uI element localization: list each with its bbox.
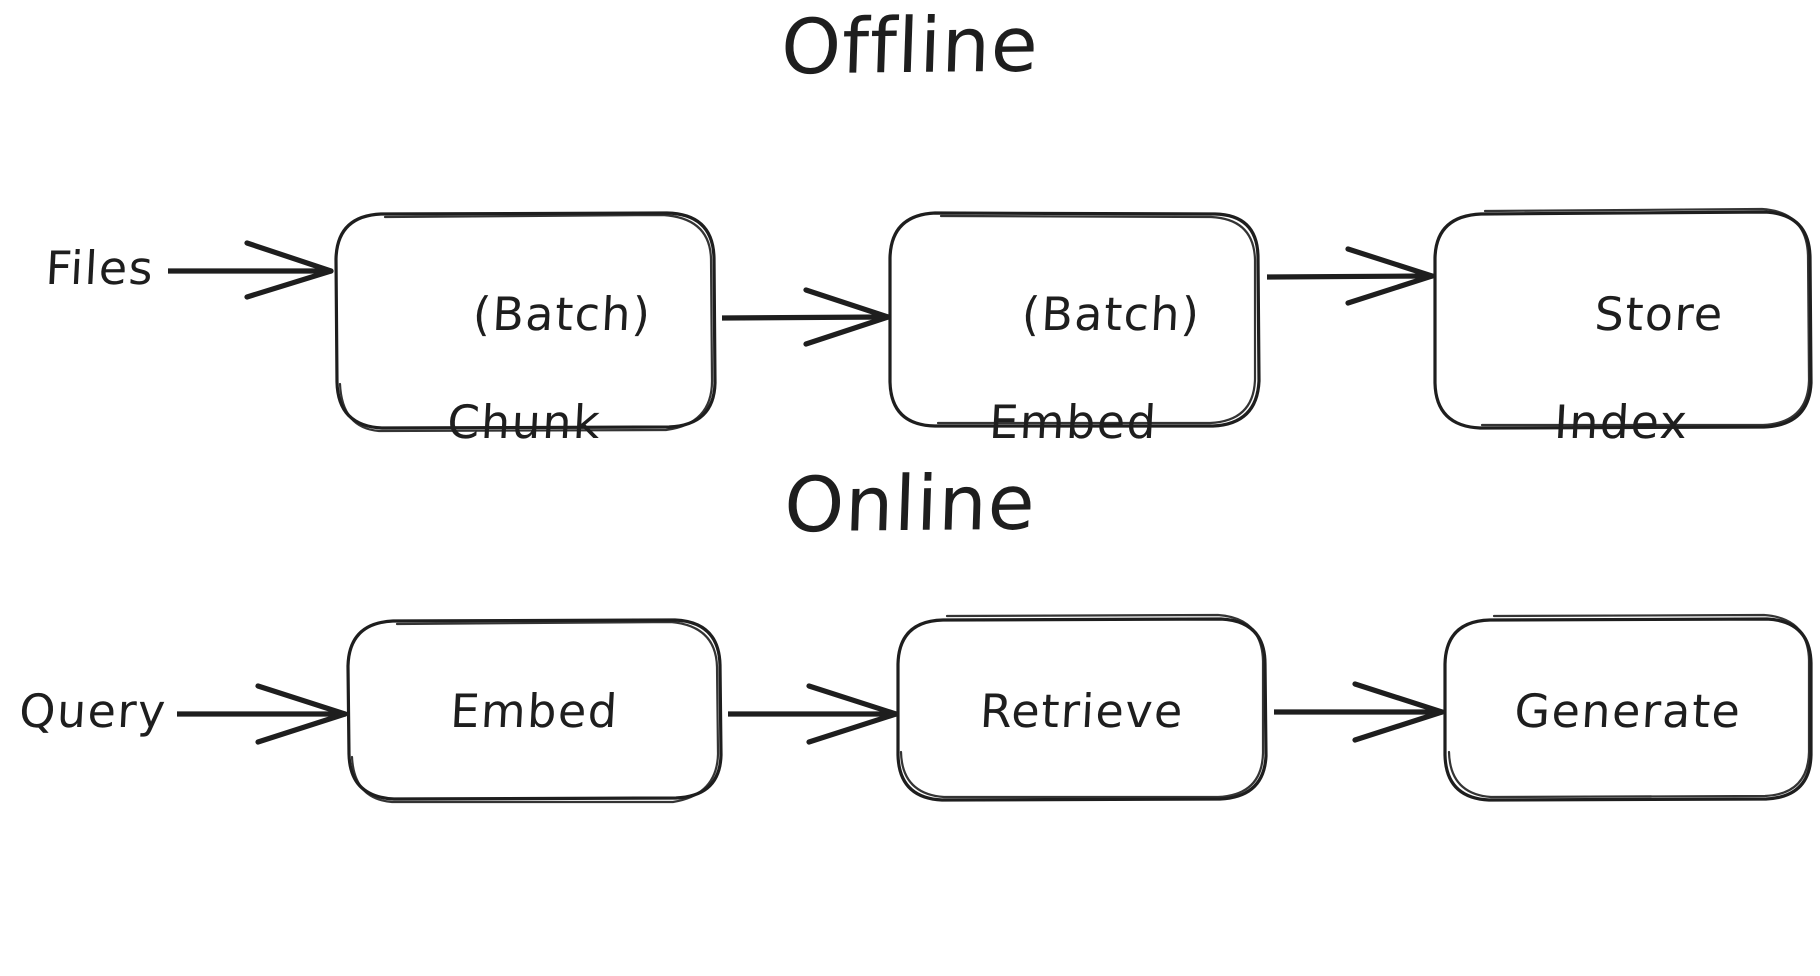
node-label-line1: (Batch)	[1020, 287, 1203, 341]
node-label-embed: Embed	[449, 684, 620, 738]
node-label-line2: Embed	[987, 395, 1159, 449]
arrow-retrieve-to-generate	[1274, 681, 1445, 743]
arrow-query-to-embed	[177, 683, 348, 745]
node-label-generate: Generate	[1513, 684, 1743, 738]
node-box-generate[interactable]	[1443, 613, 1813, 802]
node-box-batch-chunk[interactable]	[334, 211, 717, 433]
node-label-line1: (Batch)	[471, 287, 654, 341]
arrow-chunk-to-embed	[721, 287, 891, 347]
node-label-line2: Index	[1552, 395, 1690, 449]
edge-label-query: Query	[17, 684, 169, 738]
node-label-line1: Store	[1593, 287, 1726, 341]
arrow-embed-to-store	[1266, 246, 1435, 306]
node-box-store-index[interactable]	[1433, 207, 1813, 430]
edge-label-files: Files	[44, 241, 156, 295]
node-label-retrieve: Retrieve	[978, 684, 1186, 738]
arrow-files-to-chunk	[168, 240, 334, 300]
node-box-batch-embed[interactable]	[888, 211, 1261, 428]
node-label-line2: Chunk	[446, 395, 603, 449]
node-box-retrieve[interactable]	[896, 613, 1268, 802]
node-box-embed[interactable]	[346, 618, 723, 804]
arrow-embed-to-retrieve	[728, 683, 899, 745]
